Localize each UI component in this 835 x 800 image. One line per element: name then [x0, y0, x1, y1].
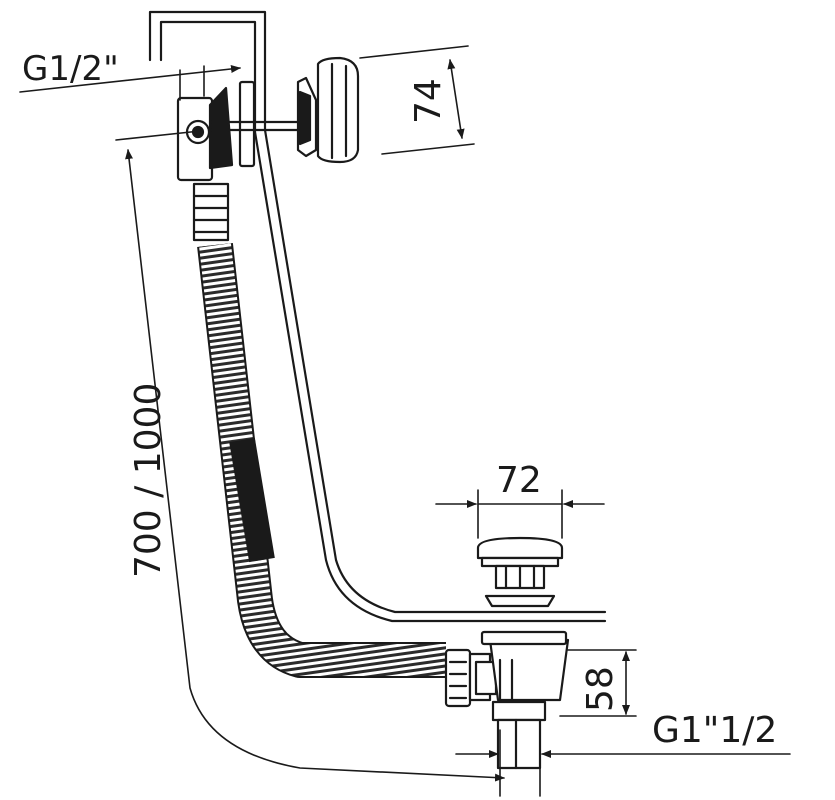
- flexible-hose: [197, 242, 446, 678]
- label-inlet-thread: G1/2": [22, 49, 119, 89]
- label-total-length: 700 / 1000: [128, 383, 169, 578]
- dim-waste-height: [559, 649, 637, 717]
- overflow-head: [176, 56, 360, 182]
- label-overflow-height: 74: [408, 78, 449, 124]
- dim-total-length: [115, 130, 505, 782]
- hose-coupling: [192, 182, 230, 242]
- popup-plug: [476, 536, 564, 608]
- dim-inlet-thread: G1/2": [19, 49, 241, 101]
- dim-waste-diameter: [435, 489, 605, 539]
- dim-outlet-thread: [455, 729, 791, 797]
- label-waste-height: 58: [580, 666, 621, 712]
- waste-trap: [444, 630, 570, 770]
- label-waste-diameter: 72: [496, 460, 542, 501]
- label-outlet-thread: G1"1/2: [652, 710, 777, 751]
